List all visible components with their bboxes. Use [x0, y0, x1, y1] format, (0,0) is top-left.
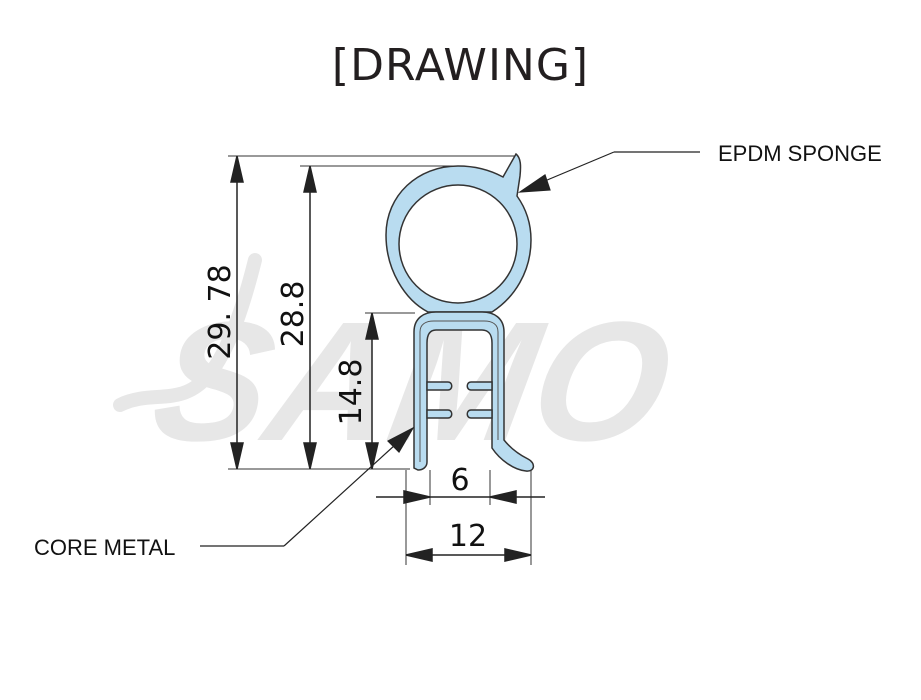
dimension-outer-width [405, 548, 532, 562]
drawing-title: [DRAWING] [331, 40, 590, 91]
dimension-height-label: 28.8 [276, 281, 311, 348]
dimension-core-height-label: 14.8 [334, 359, 369, 426]
dimension-outer-width-label: 12 [449, 519, 487, 554]
leader-epdm-sponge [517, 151, 700, 193]
dimension-inner-width-label: 6 [450, 463, 469, 498]
dimension-total-height-label: 29. 78 [203, 264, 238, 359]
leader-core-metal [200, 426, 415, 547]
seal-profile [385, 152, 535, 472]
bulb-hollow [398, 184, 518, 304]
dimension-inner-width [376, 490, 545, 504]
gripping-fins [426, 381, 493, 419]
core-metal [419, 320, 499, 462]
extension-lines [228, 155, 532, 565]
dimension-total-height [230, 155, 244, 470]
dimension-height [303, 165, 317, 470]
callout-epdm-sponge: EPDM SPONGE [718, 141, 882, 166]
callout-core-metal: CORE METAL [34, 535, 175, 560]
u-channel [413, 311, 535, 472]
dimension-core-height [365, 312, 379, 470]
